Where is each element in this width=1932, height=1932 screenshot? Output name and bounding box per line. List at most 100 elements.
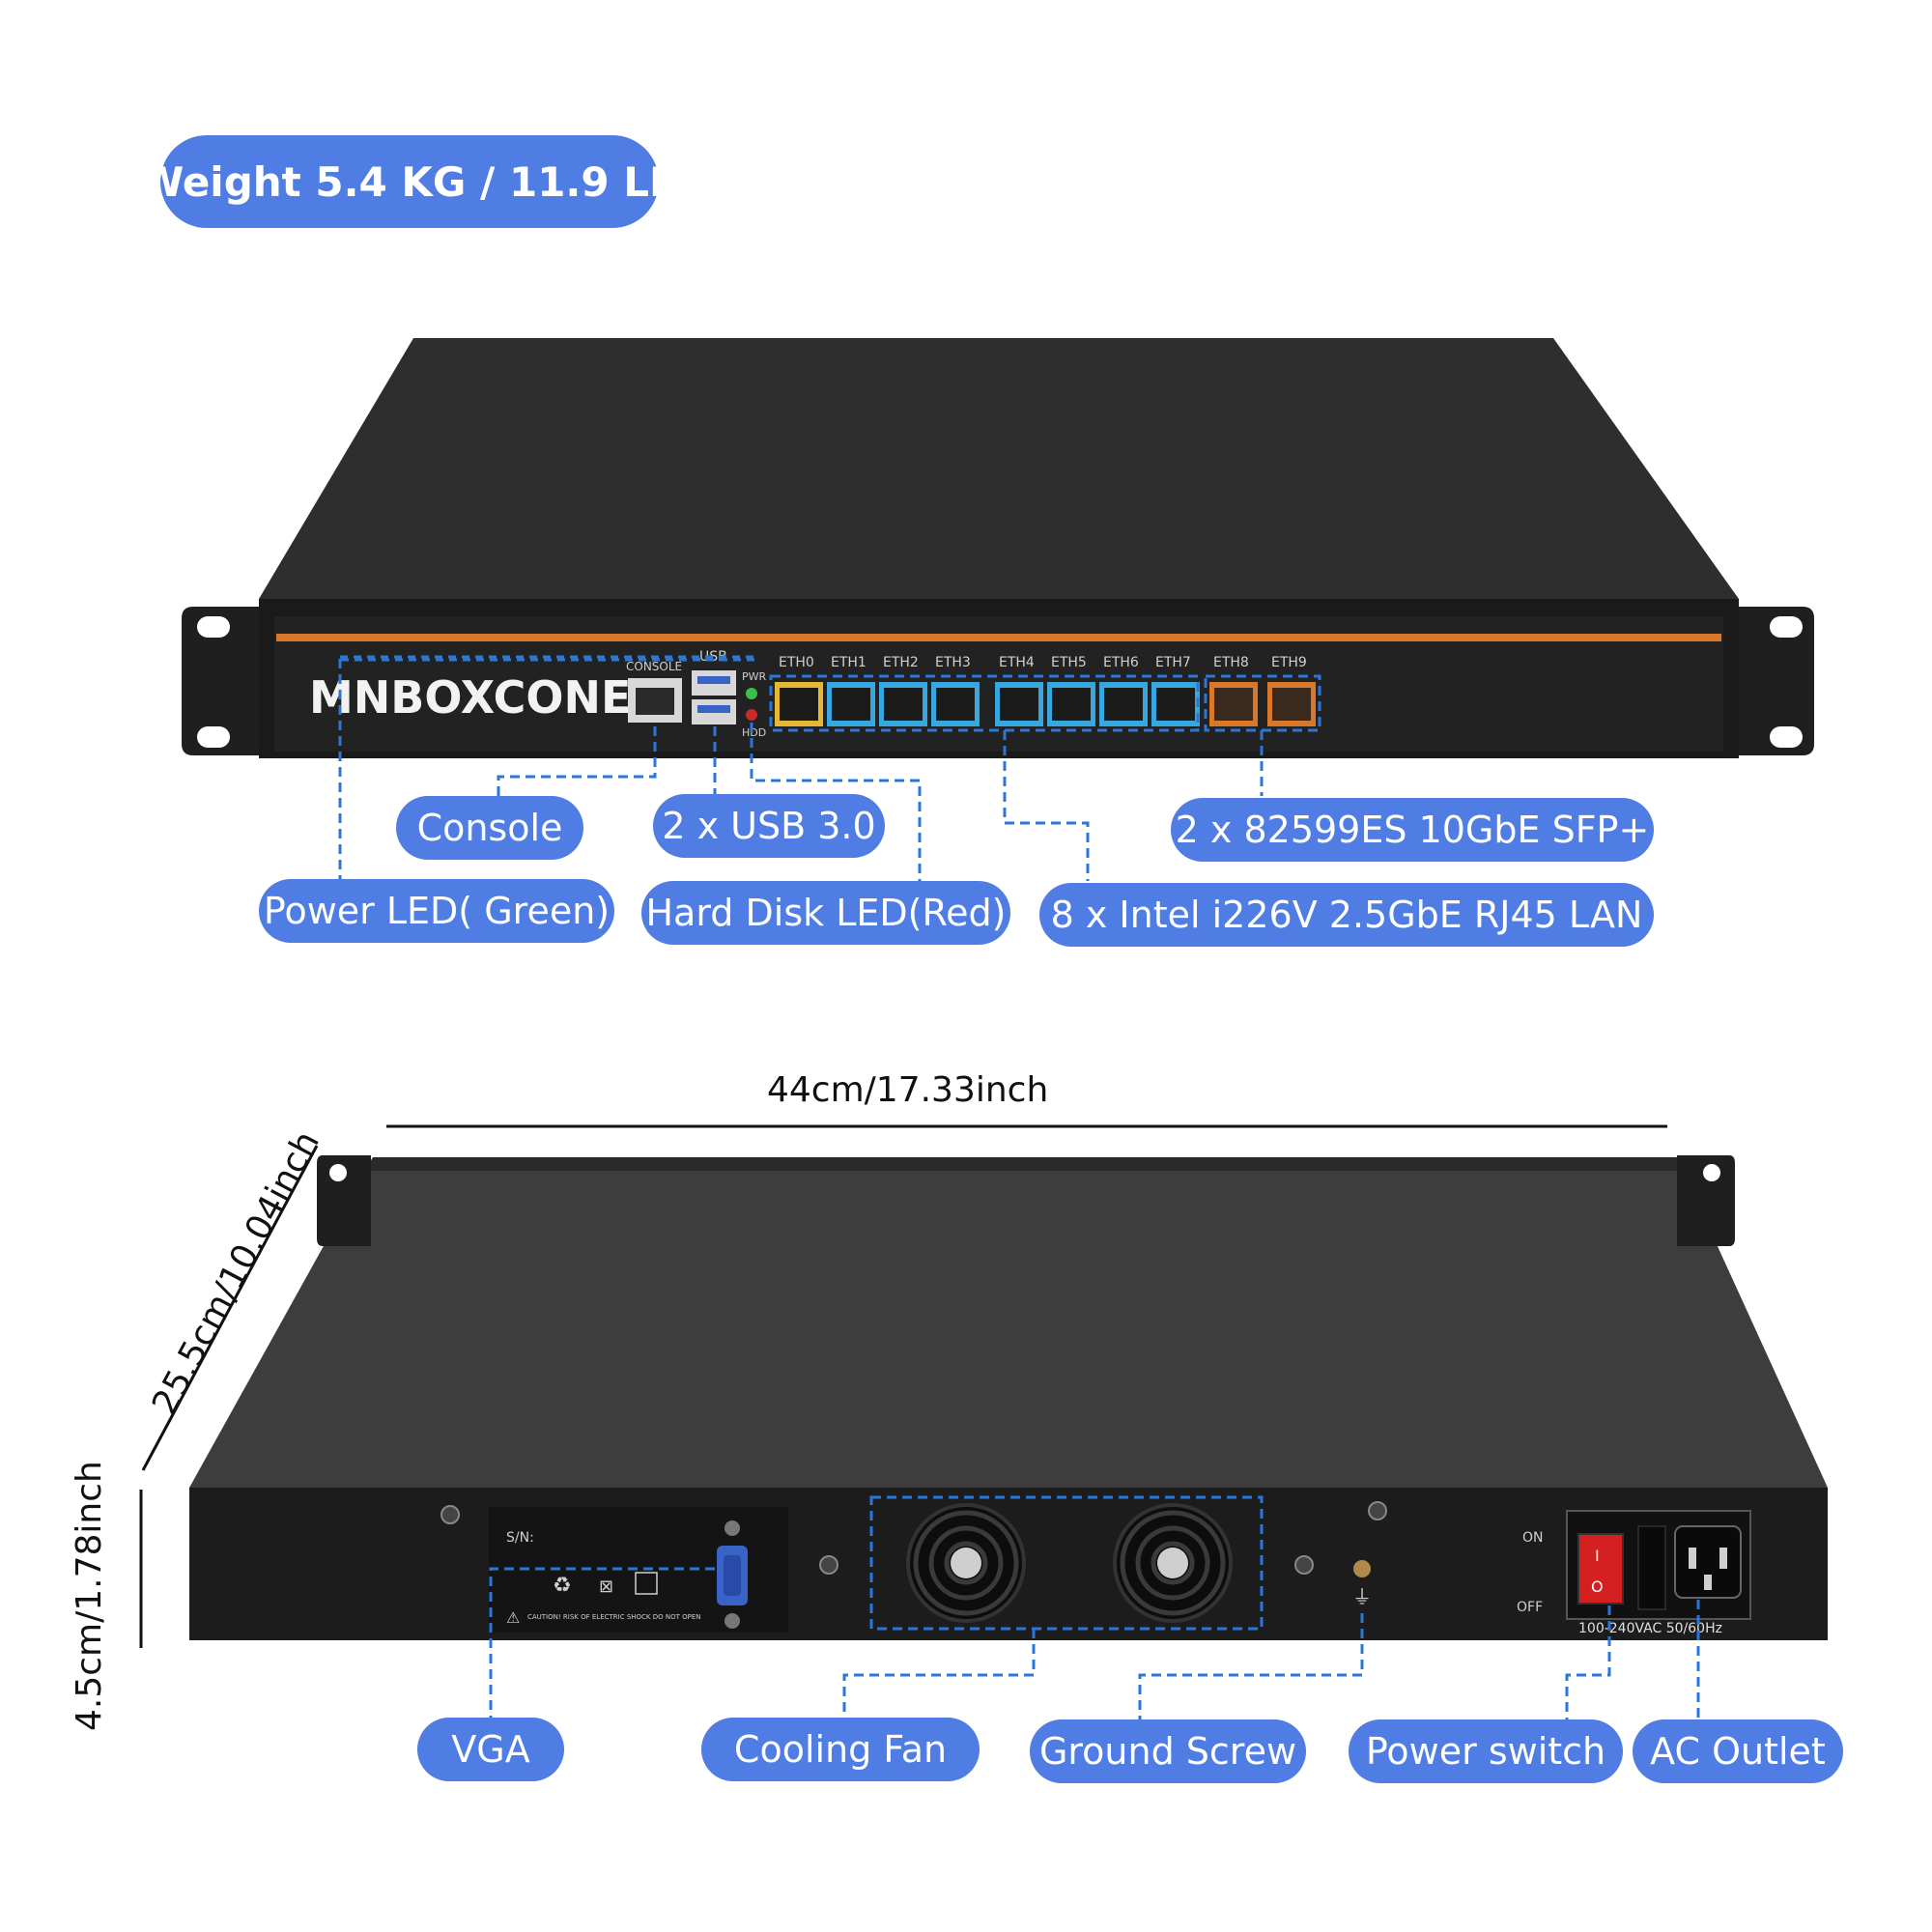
fan-grille-ring [928,1525,1004,1601]
rj45-port-socket [884,688,923,721]
front-rack-ear-right-hole-bottom [1770,726,1803,748]
rear-chassis-top [189,1157,1828,1488]
fan-highlight [869,1495,1264,1631]
power-led-highlight [338,655,757,662]
vga-callout: VGA [417,1718,564,1781]
sfp-callout: 2 x 82599ES 10GbE SFP+ [1171,798,1654,862]
rj45-port-socket [936,688,975,721]
front-rack-ear-left [182,607,263,755]
console-callout-line [497,726,657,802]
switch-symbol-on: I [1595,1547,1600,1565]
rear-rack-ear-left [317,1155,371,1246]
vga-callout-label: VGA [451,1728,530,1771]
vga-screw-bottom [724,1613,740,1629]
rear-rack-ear-right-hole [1703,1164,1720,1181]
eth-port-label: ETH7 [1155,655,1191,670]
front-rack-ear-right [1739,607,1814,755]
eth-port-label: ETH0 [779,655,814,670]
ac-outlet [1674,1525,1742,1599]
warning-icon: ⚠ [506,1608,520,1627]
power-led-callout-label: Power LED( Green) [263,890,611,932]
weight-badge: Weight 5.4 KG / 11.9 LB [139,135,680,228]
rear-sn-text: S/N: [506,1530,534,1546]
fan-callout: Cooling Fan [701,1718,980,1781]
eth-port-label: ETH3 [935,655,971,670]
vga-port-inner [724,1555,741,1596]
fan-callout-line [842,1629,1036,1719]
sfp-callout-label: 2 x 82599ES 10GbE SFP+ [1175,809,1650,851]
switch-callout: Power switch [1349,1719,1623,1783]
fan-hub [1157,1548,1188,1578]
front-rack-ear-right-hole-top [1770,616,1803,638]
weee-bin-icon: ⊠ [599,1577,613,1597]
usb-callout: 2 x USB 3.0 [653,794,885,858]
usb-port-top-inner [697,676,730,684]
rear-screw-4 [1368,1501,1387,1520]
fan-grille-ring [944,1541,988,1585]
hdd-led-callout: Hard Disk LED(Red) [641,881,1010,945]
eth-port-label: ETH4 [999,655,1035,670]
front-rack-ear-left-hole-top [197,616,230,638]
front-brand-logo: MNBOXCONET [309,671,662,724]
fan-grille-ring [1135,1525,1210,1601]
depth-dimension-line [141,1145,319,1471]
ac-callout-label: AC Outlet [1650,1730,1826,1773]
console-callout: Console [396,796,583,860]
rj45-port-socket [1156,688,1195,721]
fan-hub [951,1548,981,1578]
eth-port-label: ETH5 [1051,655,1087,670]
front-pwr-text: PWR [742,670,767,683]
rj45-port-socket [780,688,818,721]
rear-chassis-top-edge [365,1157,1685,1171]
eth-port-label: ETH9 [1271,655,1307,670]
rohs-icon [635,1572,658,1595]
lan-callout-line [1003,730,1090,881]
ground-callout-label: Ground Screw [1038,1730,1297,1773]
power-rating-text: 100-240VAC 50/60Hz [1578,1621,1722,1636]
rj45-port-socket [1104,688,1143,721]
hdd-led [746,709,757,721]
fuse-holder [1637,1525,1666,1610]
switch-callout-label: Power switch [1365,1730,1606,1773]
eth-port-label: ETH8 [1213,655,1249,670]
switch-symbol-off: O [1591,1577,1604,1596]
fan-grille-ring [1151,1541,1195,1585]
usb-callout-label: 2 x USB 3.0 [662,805,876,847]
sfp-port-cage [1272,688,1311,721]
ac-pin-left [1689,1548,1696,1569]
switch-on-text: ON [1522,1530,1544,1546]
rear-rack-ear-left-hole [329,1164,347,1181]
ground-screw [1353,1560,1371,1577]
ground-callout-line [1138,1613,1364,1719]
vga-callout-line [489,1567,715,1719]
switch-off-text: OFF [1517,1600,1543,1615]
width-dimension-label: 44cm/17.33inch [767,1070,1049,1110]
front-chassis-top [259,338,1739,599]
fan-grille-ring [1120,1510,1226,1616]
hdd-led-callout-line [750,723,922,881]
rear-screw-2 [819,1555,838,1575]
power-led [746,688,757,699]
front-orange-stripe [276,634,1721,641]
lan-highlight [769,674,1200,732]
rear-caution-text: CAUTION! RISK OF ELECTRIC SHOCK DO NOT O… [527,1613,701,1621]
rear-screw-3 [1294,1555,1314,1575]
rear-callout-lines [489,1495,1700,1719]
height-dimension-label: 4.5cm/1.78inch [70,1461,109,1731]
front-console-text: CONSOLE [626,660,682,673]
eth-port-label: ETH6 [1103,655,1139,670]
lan-callout: 8 x Intel i226V 2.5GbE RJ45 LAN [1039,883,1654,947]
ac-callout: AC Outlet [1633,1719,1843,1783]
ground-icon: ⏚ [1352,1585,1372,1608]
front-hdd-text: HDD [742,726,766,739]
rj45-port-socket [1000,688,1038,721]
console-callout-label: Console [416,807,563,849]
ac-pin-ground [1704,1575,1712,1590]
recycle-icon: ♻ [553,1574,572,1598]
power-led-callout: Power LED( Green) [259,879,614,943]
fan-callout-label: Cooling Fan [733,1728,948,1771]
rj45-port-socket [1052,688,1091,721]
vga-screw-top [724,1520,740,1536]
